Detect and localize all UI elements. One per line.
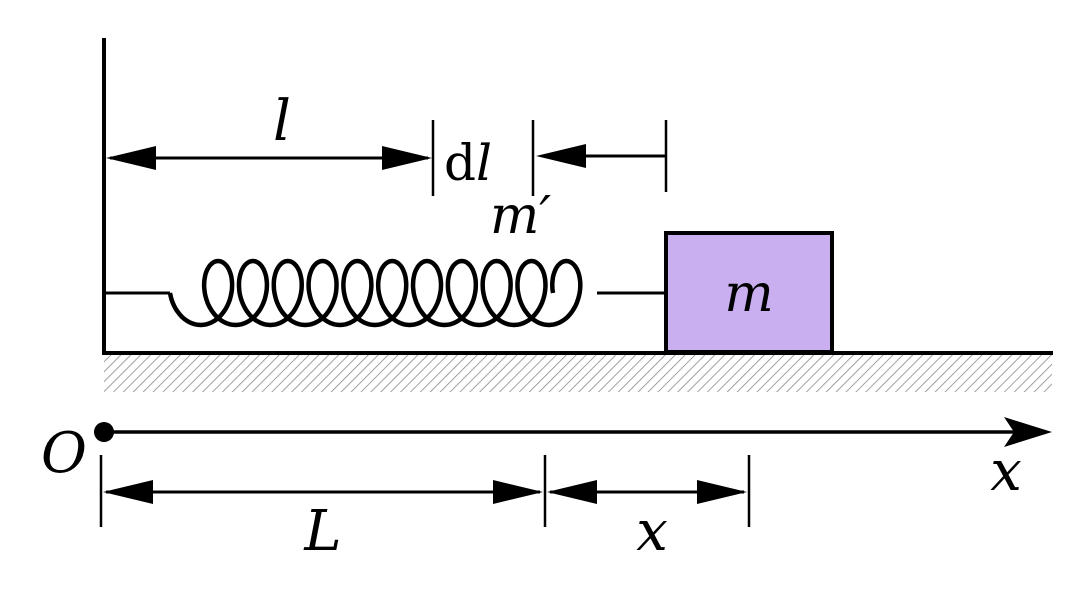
x-axis-arrowhead: [1004, 417, 1052, 447]
dl-pointer-arrowhead: [536, 144, 586, 168]
origin-dot: [94, 422, 114, 442]
spring-mass-label: m′: [490, 186, 551, 246]
differential-element-label: dl: [444, 134, 492, 192]
dim-l-arrowhead-left: [106, 146, 156, 170]
block-mass-label: m: [724, 264, 773, 324]
dim-L-arrowhead-right: [493, 480, 543, 504]
axis-label: x: [990, 439, 1022, 504]
spring-coil: [167, 258, 583, 328]
ground-hatch: [104, 354, 1052, 392]
origin-label: O: [41, 421, 87, 486]
block: [664, 231, 834, 354]
dim-l-arrowhead-right: [382, 146, 432, 170]
dim-x-arrowhead-left: [547, 480, 597, 504]
dim-x-arrowhead-right: [697, 480, 747, 504]
displacement-label: x: [636, 499, 668, 564]
natural-length-label: L: [303, 499, 341, 564]
dim-L-arrowhead-left: [103, 480, 153, 504]
differential-l: l: [476, 134, 492, 192]
differential-d: d: [444, 134, 476, 192]
spring-element-length-label: l: [273, 89, 291, 154]
